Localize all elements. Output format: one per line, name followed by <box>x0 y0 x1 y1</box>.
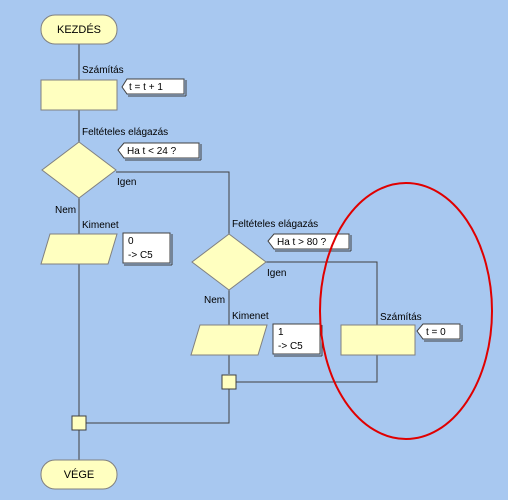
calc1-note: t = t + 1 <box>121 78 187 97</box>
calc2-note: t = 0 <box>416 323 463 342</box>
cond2-diamond[interactable] <box>191 233 267 291</box>
output2-note-line1: 1 <box>278 327 284 338</box>
start-terminal[interactable]: KEZDÉS <box>40 14 118 45</box>
highlight-ellipse <box>319 182 493 440</box>
cond2-note-text: Ha t > 80 ? <box>277 237 327 248</box>
cond2-no-label: Nem <box>204 295 225 306</box>
cond1-no-label: Nem <box>55 205 76 216</box>
cond2-note: Ha t > 80 ? <box>267 233 352 252</box>
calc1-box[interactable] <box>40 79 118 111</box>
calc2-type-label: Számítás <box>380 312 422 323</box>
cond1-note-text: Ha t < 24 ? <box>127 146 177 157</box>
line-merge2-to-merge1 <box>86 389 230 424</box>
merge-node-1[interactable] <box>71 415 87 431</box>
line-calc2-back <box>236 355 378 383</box>
output2-note-line2: -> C5 <box>278 341 303 352</box>
cond1-type-label: Feltételes elágazás <box>82 127 168 138</box>
calc2-note-text: t = 0 <box>426 327 446 338</box>
cond2-type-label: Feltételes elágazás <box>232 219 318 230</box>
output1-box[interactable] <box>40 233 118 265</box>
calc1-note-text: t = t + 1 <box>129 82 163 93</box>
output1-note-line2: -> C5 <box>128 250 153 261</box>
connector-lines <box>78 43 378 460</box>
cond1-note: Ha t < 24 ? <box>117 142 202 161</box>
output1-note-line1: 0 <box>128 236 134 247</box>
cond2-yes-label: Igen <box>267 268 286 279</box>
cond1-yes-label: Igen <box>117 177 136 188</box>
line-cond2-yes <box>266 261 378 325</box>
output1-type-label: Kimenet <box>82 220 119 231</box>
cond1-diamond[interactable] <box>41 141 117 199</box>
calc1-type-label: Számítás <box>82 65 124 76</box>
line-cond1-yes <box>116 171 230 234</box>
output2-type-label: Kimenet <box>232 311 269 322</box>
end-label: VÉGE <box>64 468 95 481</box>
end-terminal[interactable]: VÉGE <box>40 459 118 490</box>
merge-node-2[interactable] <box>221 374 237 390</box>
start-label: KEZDÉS <box>57 23 101 36</box>
output2-note: 1 -> C5 <box>272 323 323 357</box>
calc2-box[interactable] <box>340 324 416 356</box>
output1-note: 0 -> C5 <box>122 232 173 266</box>
output2-box[interactable] <box>190 324 268 356</box>
